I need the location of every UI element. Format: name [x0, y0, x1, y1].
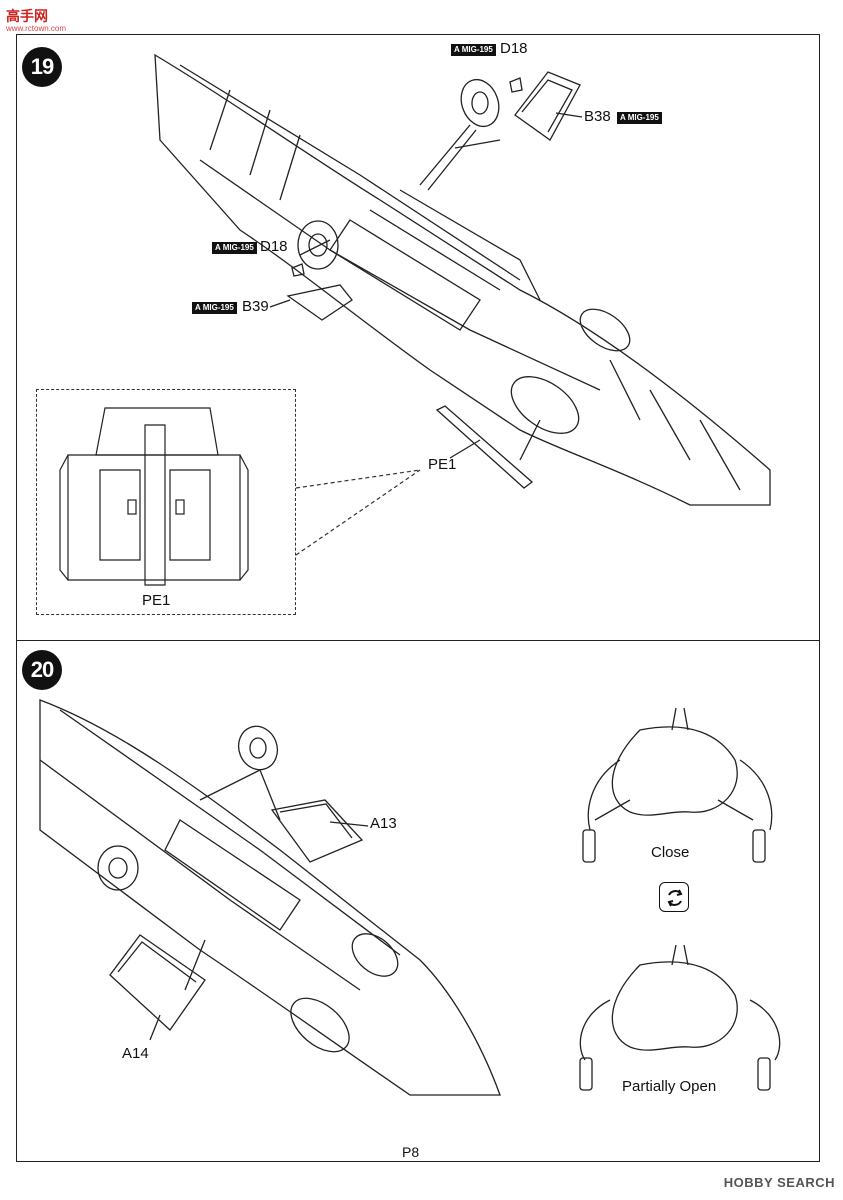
callout-a13: A13 — [370, 815, 397, 832]
callout-d18-top: D18 — [500, 40, 528, 57]
state-label-partially-open: Partially Open — [622, 1078, 717, 1095]
page-number: P8 — [402, 1144, 420, 1160]
pe1-detail-drawing — [59, 407, 249, 586]
callout-a14: A14 — [122, 1045, 149, 1062]
state-label-close: Close — [651, 844, 690, 861]
pe1-detail-box — [36, 389, 296, 615]
step-badge-20: 20 — [22, 650, 62, 690]
step-badge-19: 19 — [22, 47, 62, 87]
callout-b39: B39 — [242, 298, 269, 315]
callout-pe1-detail: PE1 — [142, 592, 171, 609]
callout-pe1-main: PE1 — [428, 456, 457, 473]
step19-aircraft-drawing — [154, 53, 771, 556]
hobby-search-watermark: HOBBY SEARCH — [723, 1175, 835, 1190]
callout-d18-left: D18 — [260, 238, 288, 255]
callout-b38: B38 — [584, 108, 611, 125]
set-tag-b39: A MIG-195 — [192, 302, 237, 314]
set-tag-b38: A MIG-195 — [617, 112, 662, 124]
rotate-arrows-icon — [659, 882, 689, 912]
site-logo: 高手网 www.rctown.com — [6, 6, 66, 33]
instruction-frame — [16, 34, 820, 1162]
step-divider — [16, 640, 820, 641]
set-tag-d18-left: A MIG-195 — [212, 242, 257, 254]
site-logo-url: www.rctown.com — [6, 24, 67, 33]
site-logo-text: 高手网 — [6, 8, 48, 24]
set-tag-d18-top: A MIG-195 — [451, 44, 496, 56]
